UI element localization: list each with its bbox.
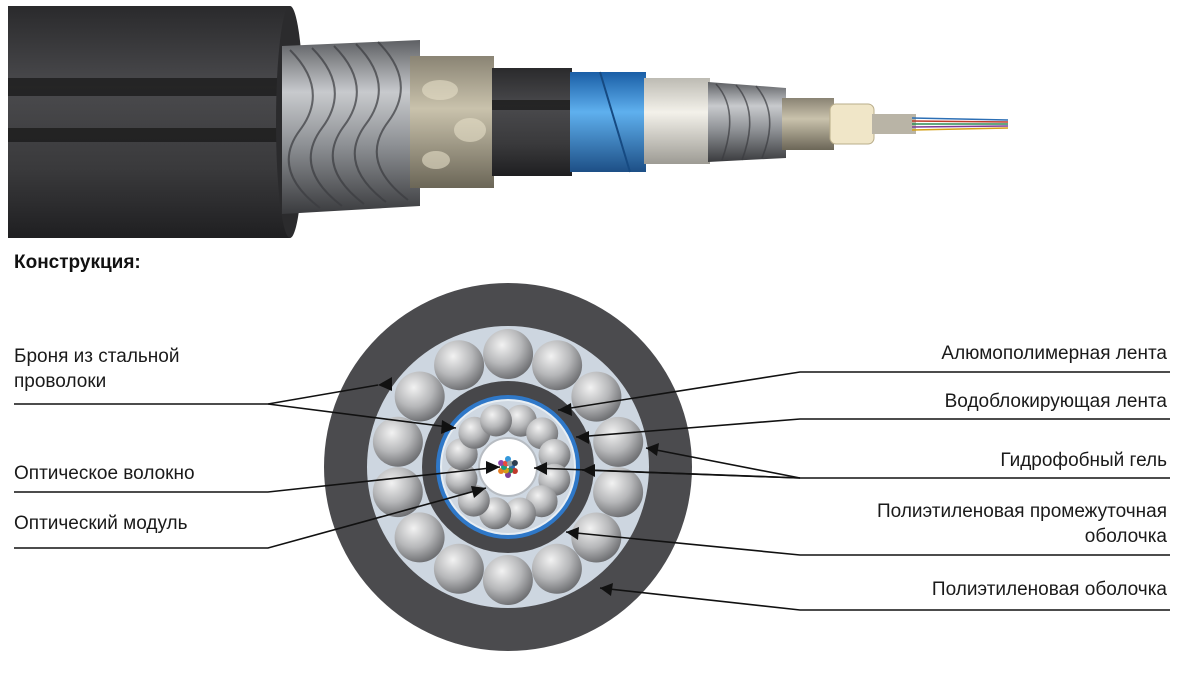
label-optical-module: Оптический модуль bbox=[14, 513, 188, 534]
armor-wire bbox=[532, 340, 583, 391]
armor-wire bbox=[394, 371, 445, 422]
inner-strength-wires bbox=[445, 404, 571, 530]
armor-wire bbox=[571, 512, 622, 563]
armor-wire bbox=[483, 329, 534, 379]
cross-section bbox=[324, 283, 692, 651]
armor-wire bbox=[571, 371, 622, 422]
optical-fiber bbox=[511, 460, 518, 466]
armor-wire bbox=[593, 467, 644, 518]
optical-fiber bbox=[511, 468, 518, 474]
label-water-tape: Водоблокирующая лента bbox=[944, 391, 1167, 412]
label-intermediate-sheath-line1: Полиэтиленовая промежуточная bbox=[877, 501, 1167, 522]
label-alu-tape: Алюмополимерная лента bbox=[941, 343, 1167, 364]
inner-wire bbox=[504, 497, 536, 530]
construction-heading: Конструкция: bbox=[14, 252, 141, 273]
armor-wire bbox=[394, 512, 445, 563]
label-armor: Броня из стальной проволоки bbox=[14, 344, 179, 394]
label-optical-fiber: Оптическое волокно bbox=[14, 463, 195, 484]
armor-wire bbox=[531, 543, 582, 594]
armor-wire bbox=[593, 416, 644, 467]
optical-fiber bbox=[507, 460, 513, 467]
label-armor-line2: проволоки bbox=[14, 371, 107, 392]
optical-fiber bbox=[505, 456, 511, 462]
optical-fiber bbox=[498, 460, 505, 466]
callout-lines bbox=[14, 371, 1170, 611]
armor-wire bbox=[434, 340, 485, 391]
armor-wire bbox=[482, 555, 533, 605]
armor-wire bbox=[372, 467, 423, 518]
fiber-bundle bbox=[498, 456, 518, 478]
label-armor-line1: Броня из стальной bbox=[14, 346, 180, 367]
label-intermediate-sheath-line2: оболочка bbox=[1084, 526, 1167, 547]
armor-wire bbox=[433, 543, 484, 594]
label-intermediate-sheath: Полиэтиленовая промежуточная оболочка bbox=[877, 499, 1167, 549]
label-hydrophobic-gel: Гидрофобный гель bbox=[1000, 450, 1167, 471]
inner-wire bbox=[480, 404, 512, 437]
armor-wire bbox=[372, 416, 423, 467]
armor-wires bbox=[372, 329, 644, 605]
callout-arrowheads bbox=[378, 377, 659, 596]
label-outer-sheath: Полиэтиленовая оболочка bbox=[931, 579, 1167, 600]
cable-photo bbox=[8, 6, 1009, 238]
optical-fiber bbox=[505, 472, 511, 478]
